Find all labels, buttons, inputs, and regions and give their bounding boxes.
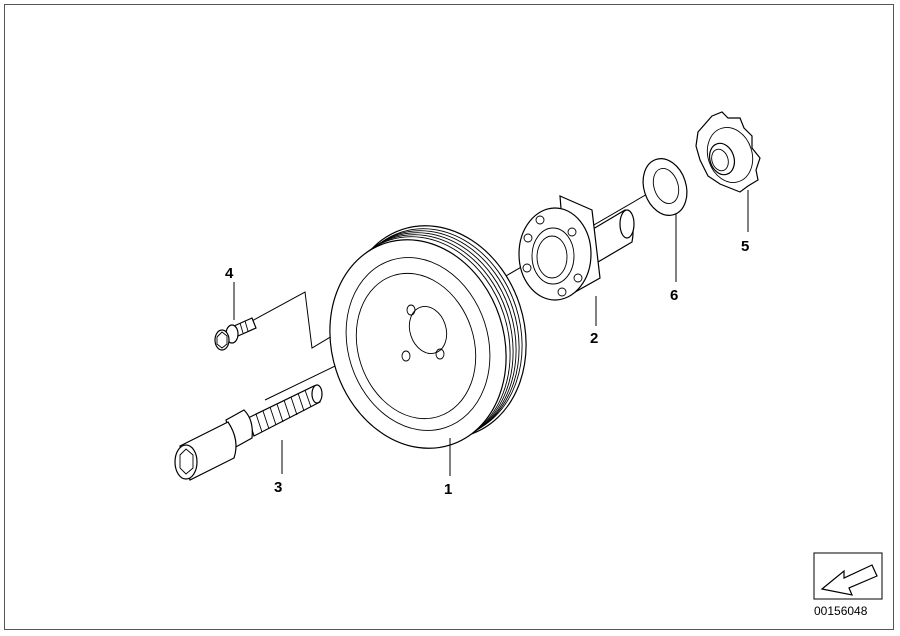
washer: [642, 158, 688, 216]
callout-2: 2: [590, 330, 598, 347]
diagram-frame: [4, 4, 894, 630]
callout-1: 1: [444, 481, 452, 498]
central-bolt: [174, 384, 323, 481]
sprocket: [695, 111, 761, 193]
diagram-number: 00156048: [814, 604, 868, 618]
small-bolt: [214, 317, 257, 351]
view-direction-symbol: 00156048: [813, 552, 883, 618]
pulley: [329, 225, 527, 449]
callout-5: 5: [741, 238, 749, 255]
arrow-icon: [820, 564, 878, 596]
callout-3: 3: [274, 479, 282, 496]
callout-6: 6: [670, 287, 678, 304]
hub: [518, 195, 635, 301]
callout-leaders: [233, 190, 749, 476]
callout-4: 4: [225, 265, 234, 282]
